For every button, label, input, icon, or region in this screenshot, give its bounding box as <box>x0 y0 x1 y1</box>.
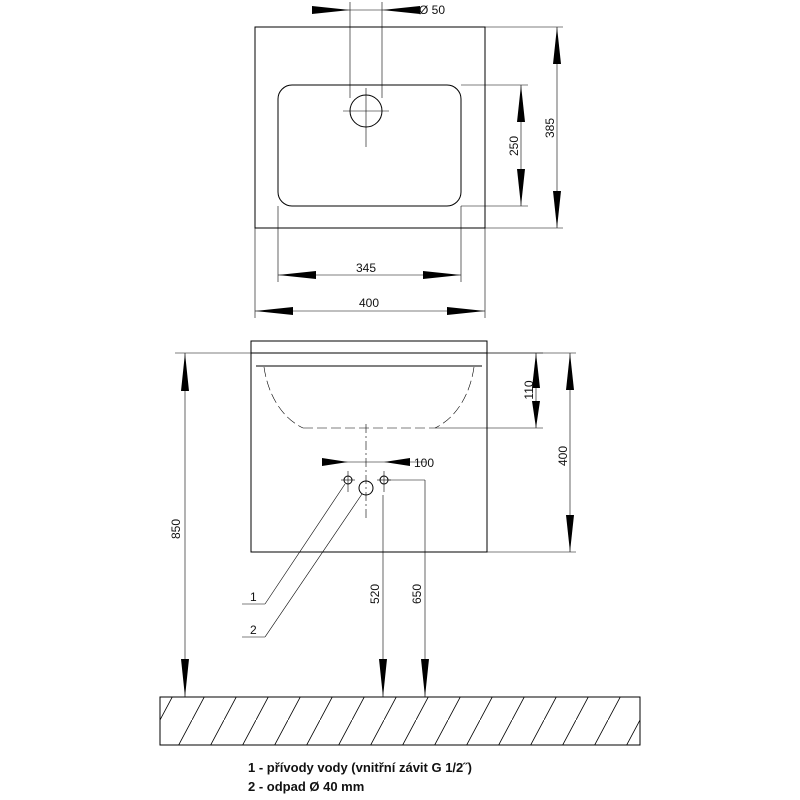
legend-line-drain: 2 - odpad Ø 40 mm <box>248 779 365 794</box>
front-view: 100 110 400 850 520 650 1 <box>159 340 641 746</box>
dim-supply-spacing: 100 <box>414 456 434 470</box>
basin-bowl-plan <box>277 84 462 207</box>
dim-cabinet-height: 400 <box>556 446 570 466</box>
dim-outer-depth: 385 <box>543 118 557 138</box>
basin-outline-plan <box>254 26 486 229</box>
callout-drain: 2 <box>250 623 257 637</box>
dim-outer-width: 400 <box>359 296 379 310</box>
callout-supply: 1 <box>250 590 257 604</box>
cabinet-outline <box>250 340 488 553</box>
floor-hatch <box>159 696 641 746</box>
dim-supply-height: 650 <box>410 584 424 604</box>
legend-line-supply: 1 - přívody vody (vnitřní závit G 1/2˝) <box>248 760 472 775</box>
dim-hole-diameter: Ø 50 <box>419 3 445 17</box>
drain-outlet <box>358 480 374 496</box>
dim-basin-depth: 110 <box>522 380 536 399</box>
dim-total-height: 850 <box>169 519 183 539</box>
plan-view: Ø 50 250 385 345 400 <box>254 2 563 318</box>
dim-inner-width: 345 <box>356 261 376 275</box>
dim-drain-height: 520 <box>368 584 382 604</box>
dim-inner-depth: 250 <box>507 136 521 156</box>
